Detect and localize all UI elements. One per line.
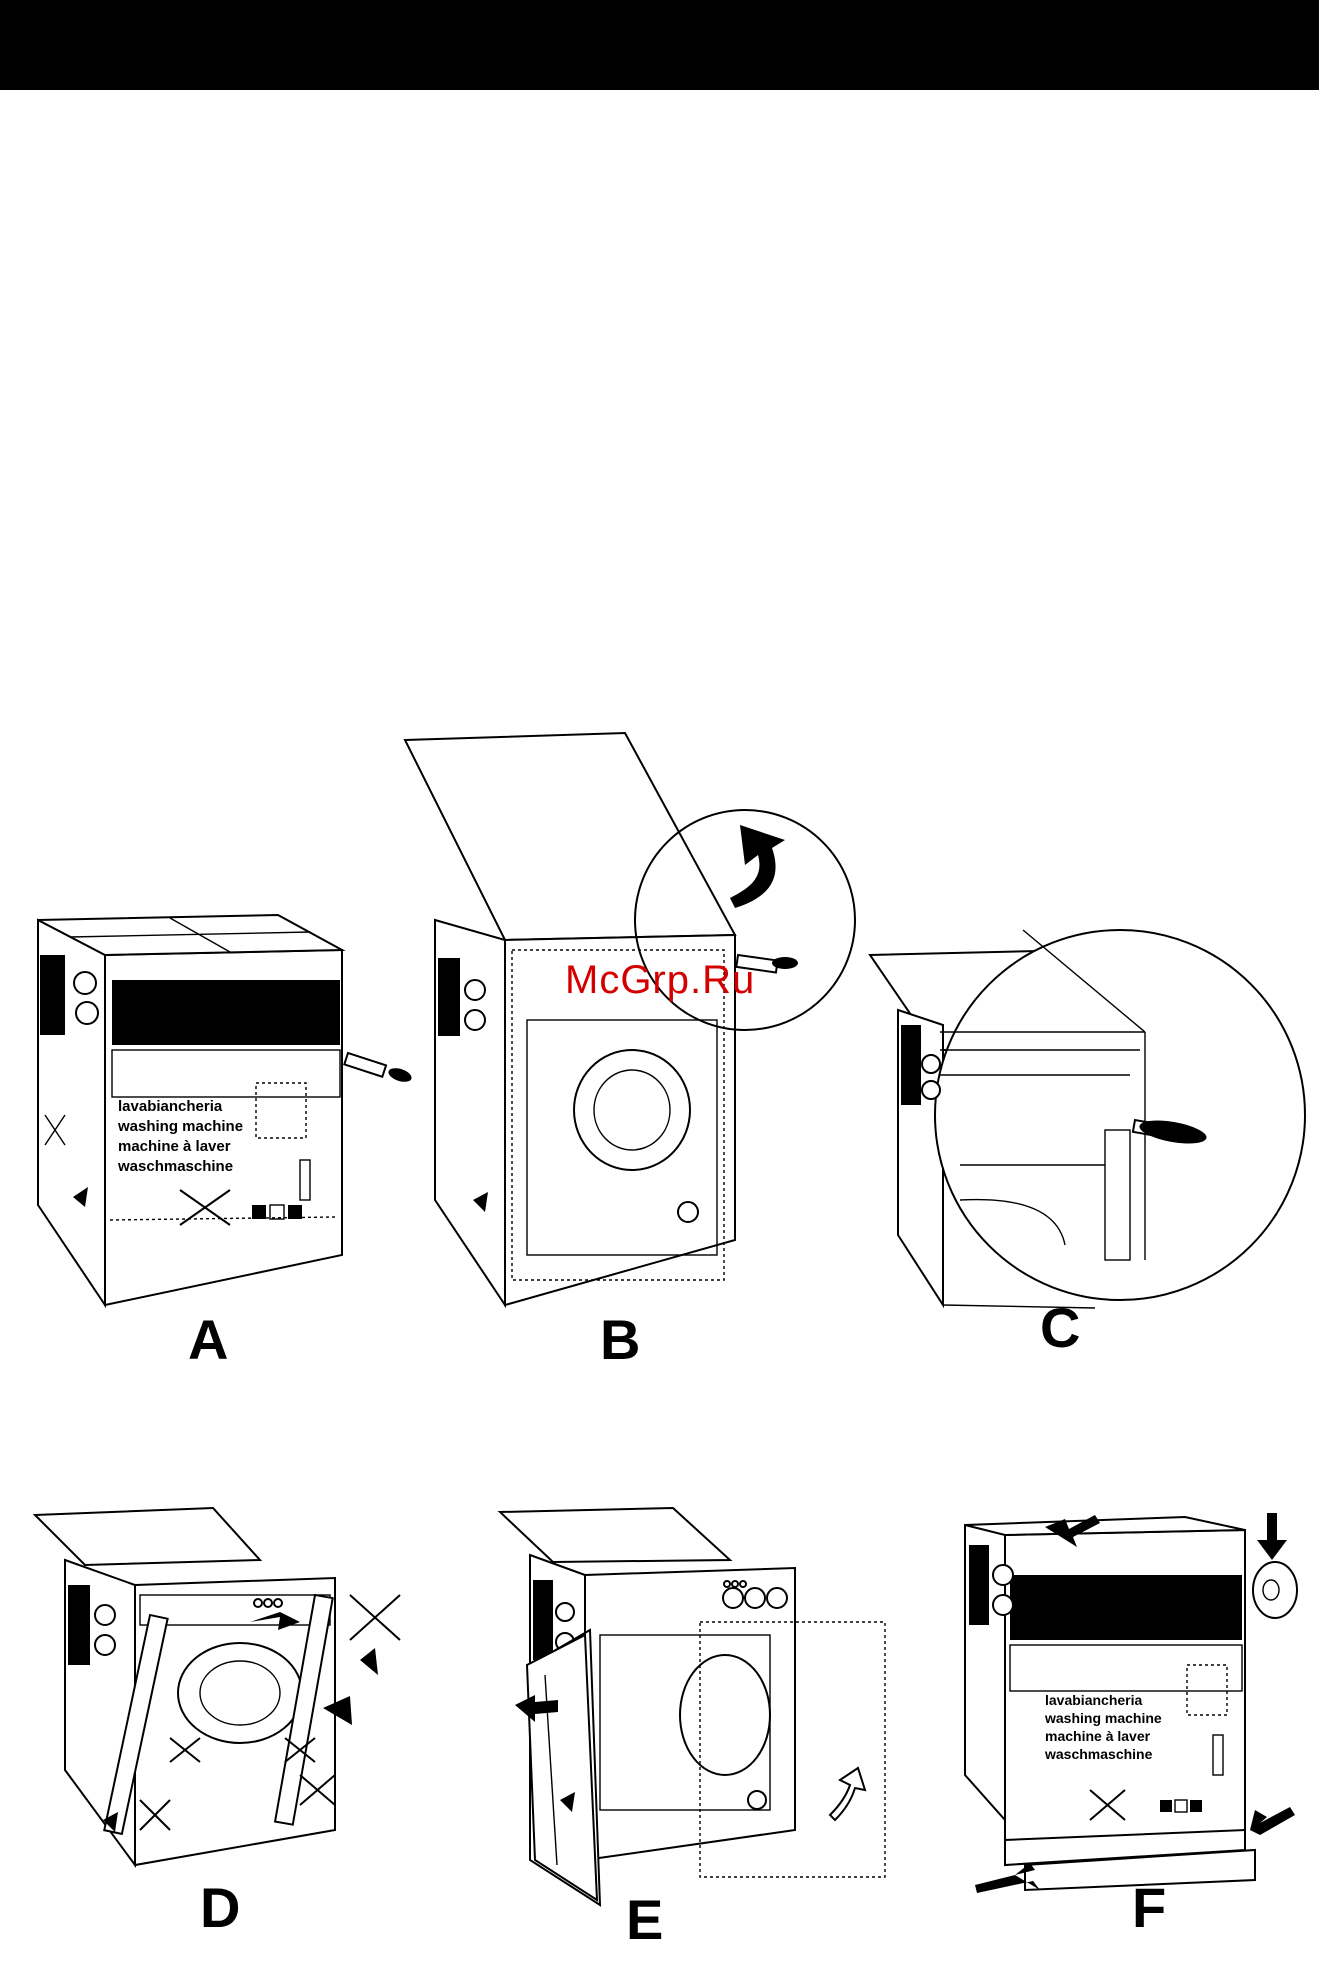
illustration-remove-supports <box>30 1500 410 1880</box>
figure-label-f: F <box>1132 1880 1167 1936</box>
illustration-open-door <box>495 1500 895 1900</box>
arrow-icon <box>1250 1807 1295 1835</box>
figure-c-cut-detail <box>865 900 1285 1320</box>
box-print-line: washing machine <box>118 1117 243 1137</box>
figure-label-c: C <box>1040 1300 1081 1356</box>
figure-b-cut-box <box>400 730 860 1320</box>
figure-label-e: E <box>626 1892 664 1948</box>
box-print-line: lavabiancheria <box>118 1097 243 1117</box>
box-print-line: machine à laver <box>1045 1727 1162 1745</box>
box-print-line: waschmaschine <box>118 1157 243 1177</box>
figure-label-d: D <box>200 1880 241 1936</box>
figure-f-repack-box: lavabiancheria washing machine machine à… <box>955 1505 1319 1885</box>
figure-d-remove-supports <box>30 1500 410 1880</box>
figure-label-a: A <box>188 1312 229 1368</box>
magnifier-circle <box>935 930 1305 1300</box>
illustration-cut-box <box>400 730 860 1320</box>
figure-label-b: B <box>600 1312 641 1368</box>
arrow-down-icon <box>1257 1513 1287 1560</box>
illustration-cut-detail <box>865 900 1285 1320</box>
tape-roll-icon <box>1253 1562 1297 1618</box>
watermark: McGrp.Ru <box>565 958 755 1003</box>
curved-arrow-icon <box>730 825 785 908</box>
header-bar <box>0 0 1319 90</box>
box-print-line: washing machine <box>1045 1709 1162 1727</box>
figure-a-packed-box: lavabiancheria washing machine machine à… <box>30 905 400 1305</box>
box-print-text: lavabiancheria washing machine machine à… <box>118 1097 243 1177</box>
box-print-line: lavabiancheria <box>1045 1691 1162 1709</box>
box-print-text: lavabiancheria washing machine machine à… <box>1045 1691 1162 1763</box>
box-print-line: machine à laver <box>118 1137 243 1157</box>
box-print-line: waschmaschine <box>1045 1745 1162 1763</box>
figure-e-open-door <box>495 1500 895 1900</box>
